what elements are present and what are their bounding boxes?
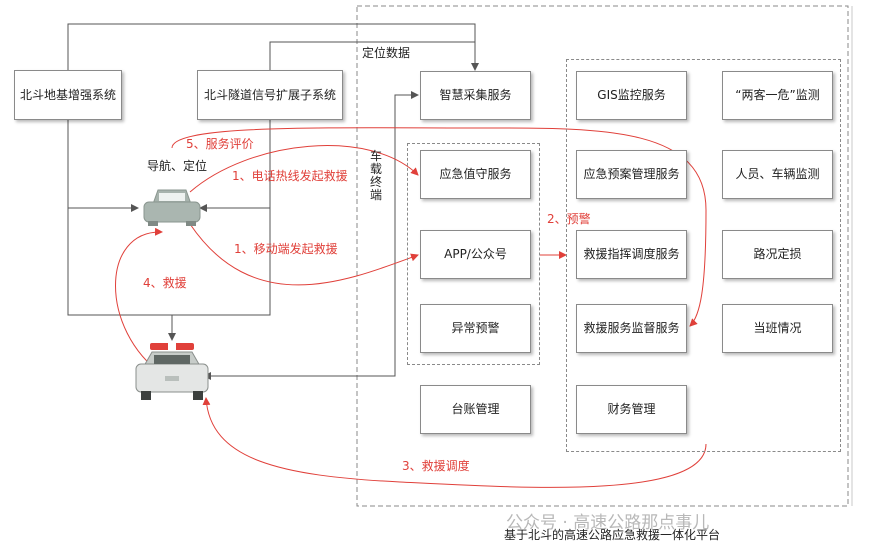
tunnel-to-collect-line — [269, 41, 475, 70]
car-icon — [143, 189, 201, 226]
service-eval-label: 5、服务评价 — [186, 137, 254, 151]
two-one-monitor-box: “两客一危”监测 — [722, 71, 833, 120]
base-to-police-line — [67, 208, 271, 316]
rescue-vehicle-icon — [135, 343, 209, 400]
finance-box: 财务管理 — [576, 385, 687, 434]
beidou-tunnel-extension-box: 北斗隧道信号扩展子系统 — [197, 70, 343, 120]
watermark: 公众号 · 高速公路那点事儿 — [506, 513, 710, 533]
vehicle-terminal-label: 车载终端 — [369, 149, 382, 202]
smart-collect-box: 智慧采集服务 — [420, 71, 531, 120]
service-eval-flow — [171, 127, 707, 327]
terminal-link-line — [394, 91, 419, 120]
plan-management-box: 应急预案管理服务 — [576, 150, 687, 199]
ledger-box: 台账管理 — [420, 385, 531, 434]
road-loss-box: 路况定损 — [722, 230, 833, 279]
management-service-group — [566, 59, 841, 452]
rescue-supervision-box: 救援服务监督服务 — [576, 304, 687, 353]
emergency-duty-box: 应急值守服务 — [420, 150, 531, 199]
people-vehicle-monitor-box: 人员、车辆监测 — [722, 150, 833, 199]
mobile-rescue-flow — [189, 223, 419, 286]
beidou-ground-enhancement-box: 北斗地基增强系统 — [14, 70, 122, 120]
gis-monitor-box: GIS监控服务 — [576, 71, 687, 120]
dispatch-rescue-flow — [202, 397, 707, 488]
nav-position-label: 导航、定位 — [147, 159, 208, 173]
positioning-data-label: 定位数据 — [362, 46, 411, 60]
mobile-rescue-label: 1、移动端发起救援 — [234, 242, 338, 256]
dispatch-command-box: 救援指挥调度服务 — [576, 230, 687, 279]
phone-rescue-label: 1、电话热线发起救援 — [232, 169, 348, 183]
ground-to-car-line — [67, 120, 139, 212]
client-service-group — [407, 143, 540, 365]
platform-frame — [356, 5, 849, 507]
duty-status-box: 当班情况 — [722, 304, 833, 353]
figure-caption: 基于北斗的高速公路应急救援一体化平台 — [504, 528, 721, 542]
ground-to-collect-line — [67, 23, 479, 71]
app-box: APP/公众号 — [420, 230, 531, 279]
rescue-label: 4、救援 — [143, 276, 187, 290]
phone-rescue-flow — [189, 145, 419, 193]
rescue-flow — [115, 227, 163, 375]
terminal-to-police-line — [203, 120, 396, 380]
abnormal-warning-box: 异常预警 — [420, 304, 531, 353]
dispatch-rescue-label: 3、救援调度 — [402, 459, 470, 473]
warning-label: 2、预警 — [547, 212, 591, 226]
